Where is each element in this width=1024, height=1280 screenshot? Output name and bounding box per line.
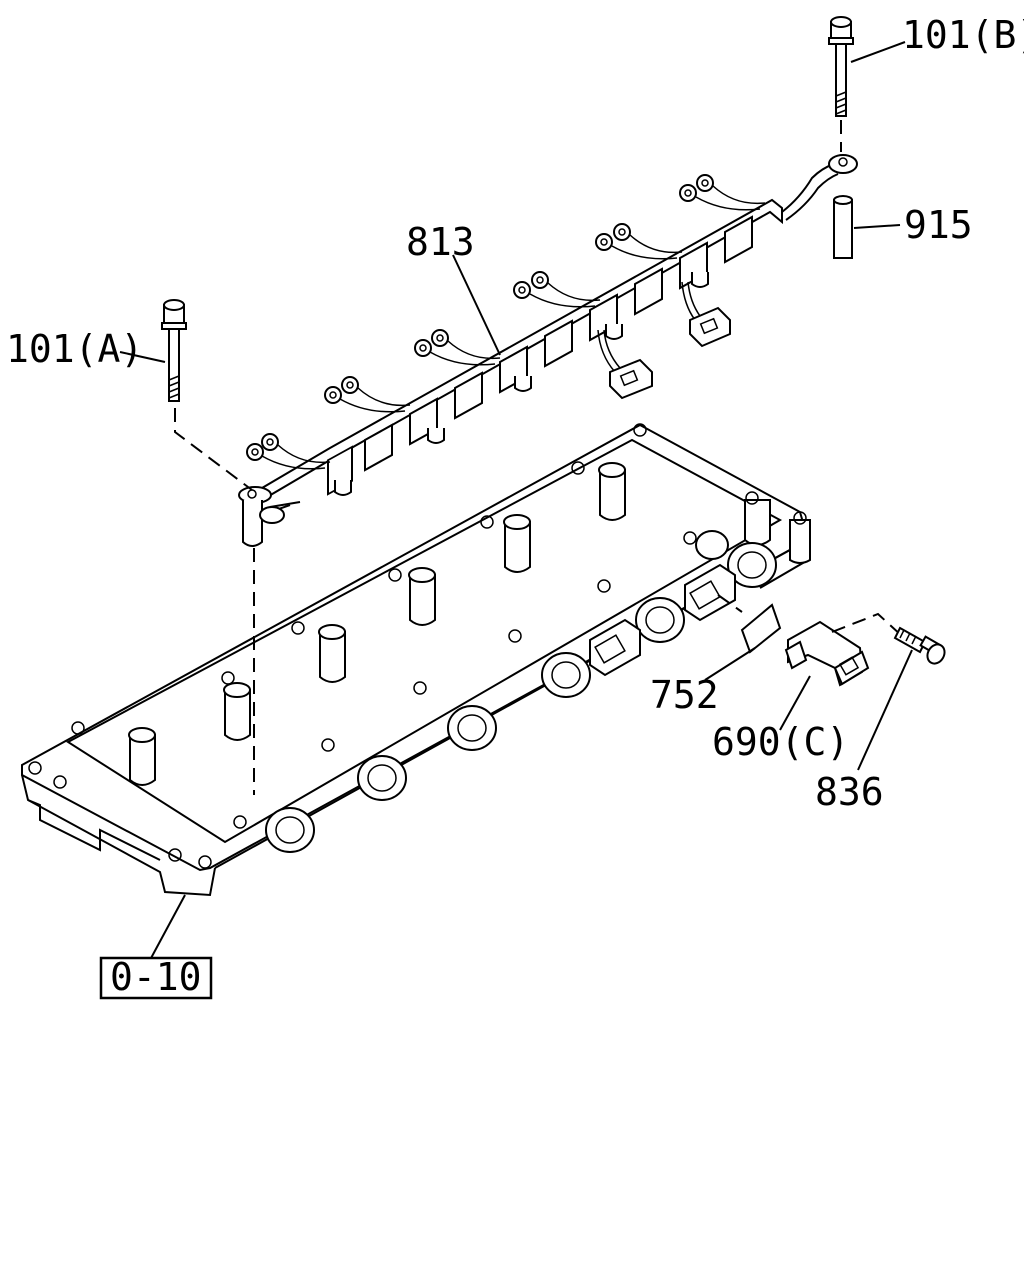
cover-housing (21, 423, 811, 961)
rim-holes (28, 423, 807, 869)
reference-box: 0-10 (99, 955, 213, 1000)
label-reference-0-10: 0-10 (110, 955, 202, 999)
gasket-752 (704, 594, 782, 681)
label-harness-813: 813 (406, 220, 475, 264)
label-bolt-101b: 101(B) (902, 13, 1024, 57)
bolt-101b (828, 16, 906, 152)
injector-bosses (265, 530, 777, 853)
ring-terminals (246, 174, 766, 470)
label-screw-836: 836 (815, 770, 884, 814)
bolt-101a (119, 299, 255, 795)
harness-pegs (334, 272, 709, 496)
spacer-915 (833, 195, 901, 259)
harness-813 (238, 154, 858, 547)
sensor-690c (779, 612, 903, 731)
pigtail-connectors (597, 281, 731, 400)
label-gasket-752: 752 (650, 673, 719, 717)
screw-836 (857, 626, 946, 771)
harness-clips (327, 215, 753, 496)
label-spacer-915: 915 (904, 203, 973, 247)
label-bolt-101a: 101(A) (6, 327, 143, 371)
standoff-posts (128, 462, 811, 786)
label-sensor-690c: 690(C) (712, 720, 849, 764)
